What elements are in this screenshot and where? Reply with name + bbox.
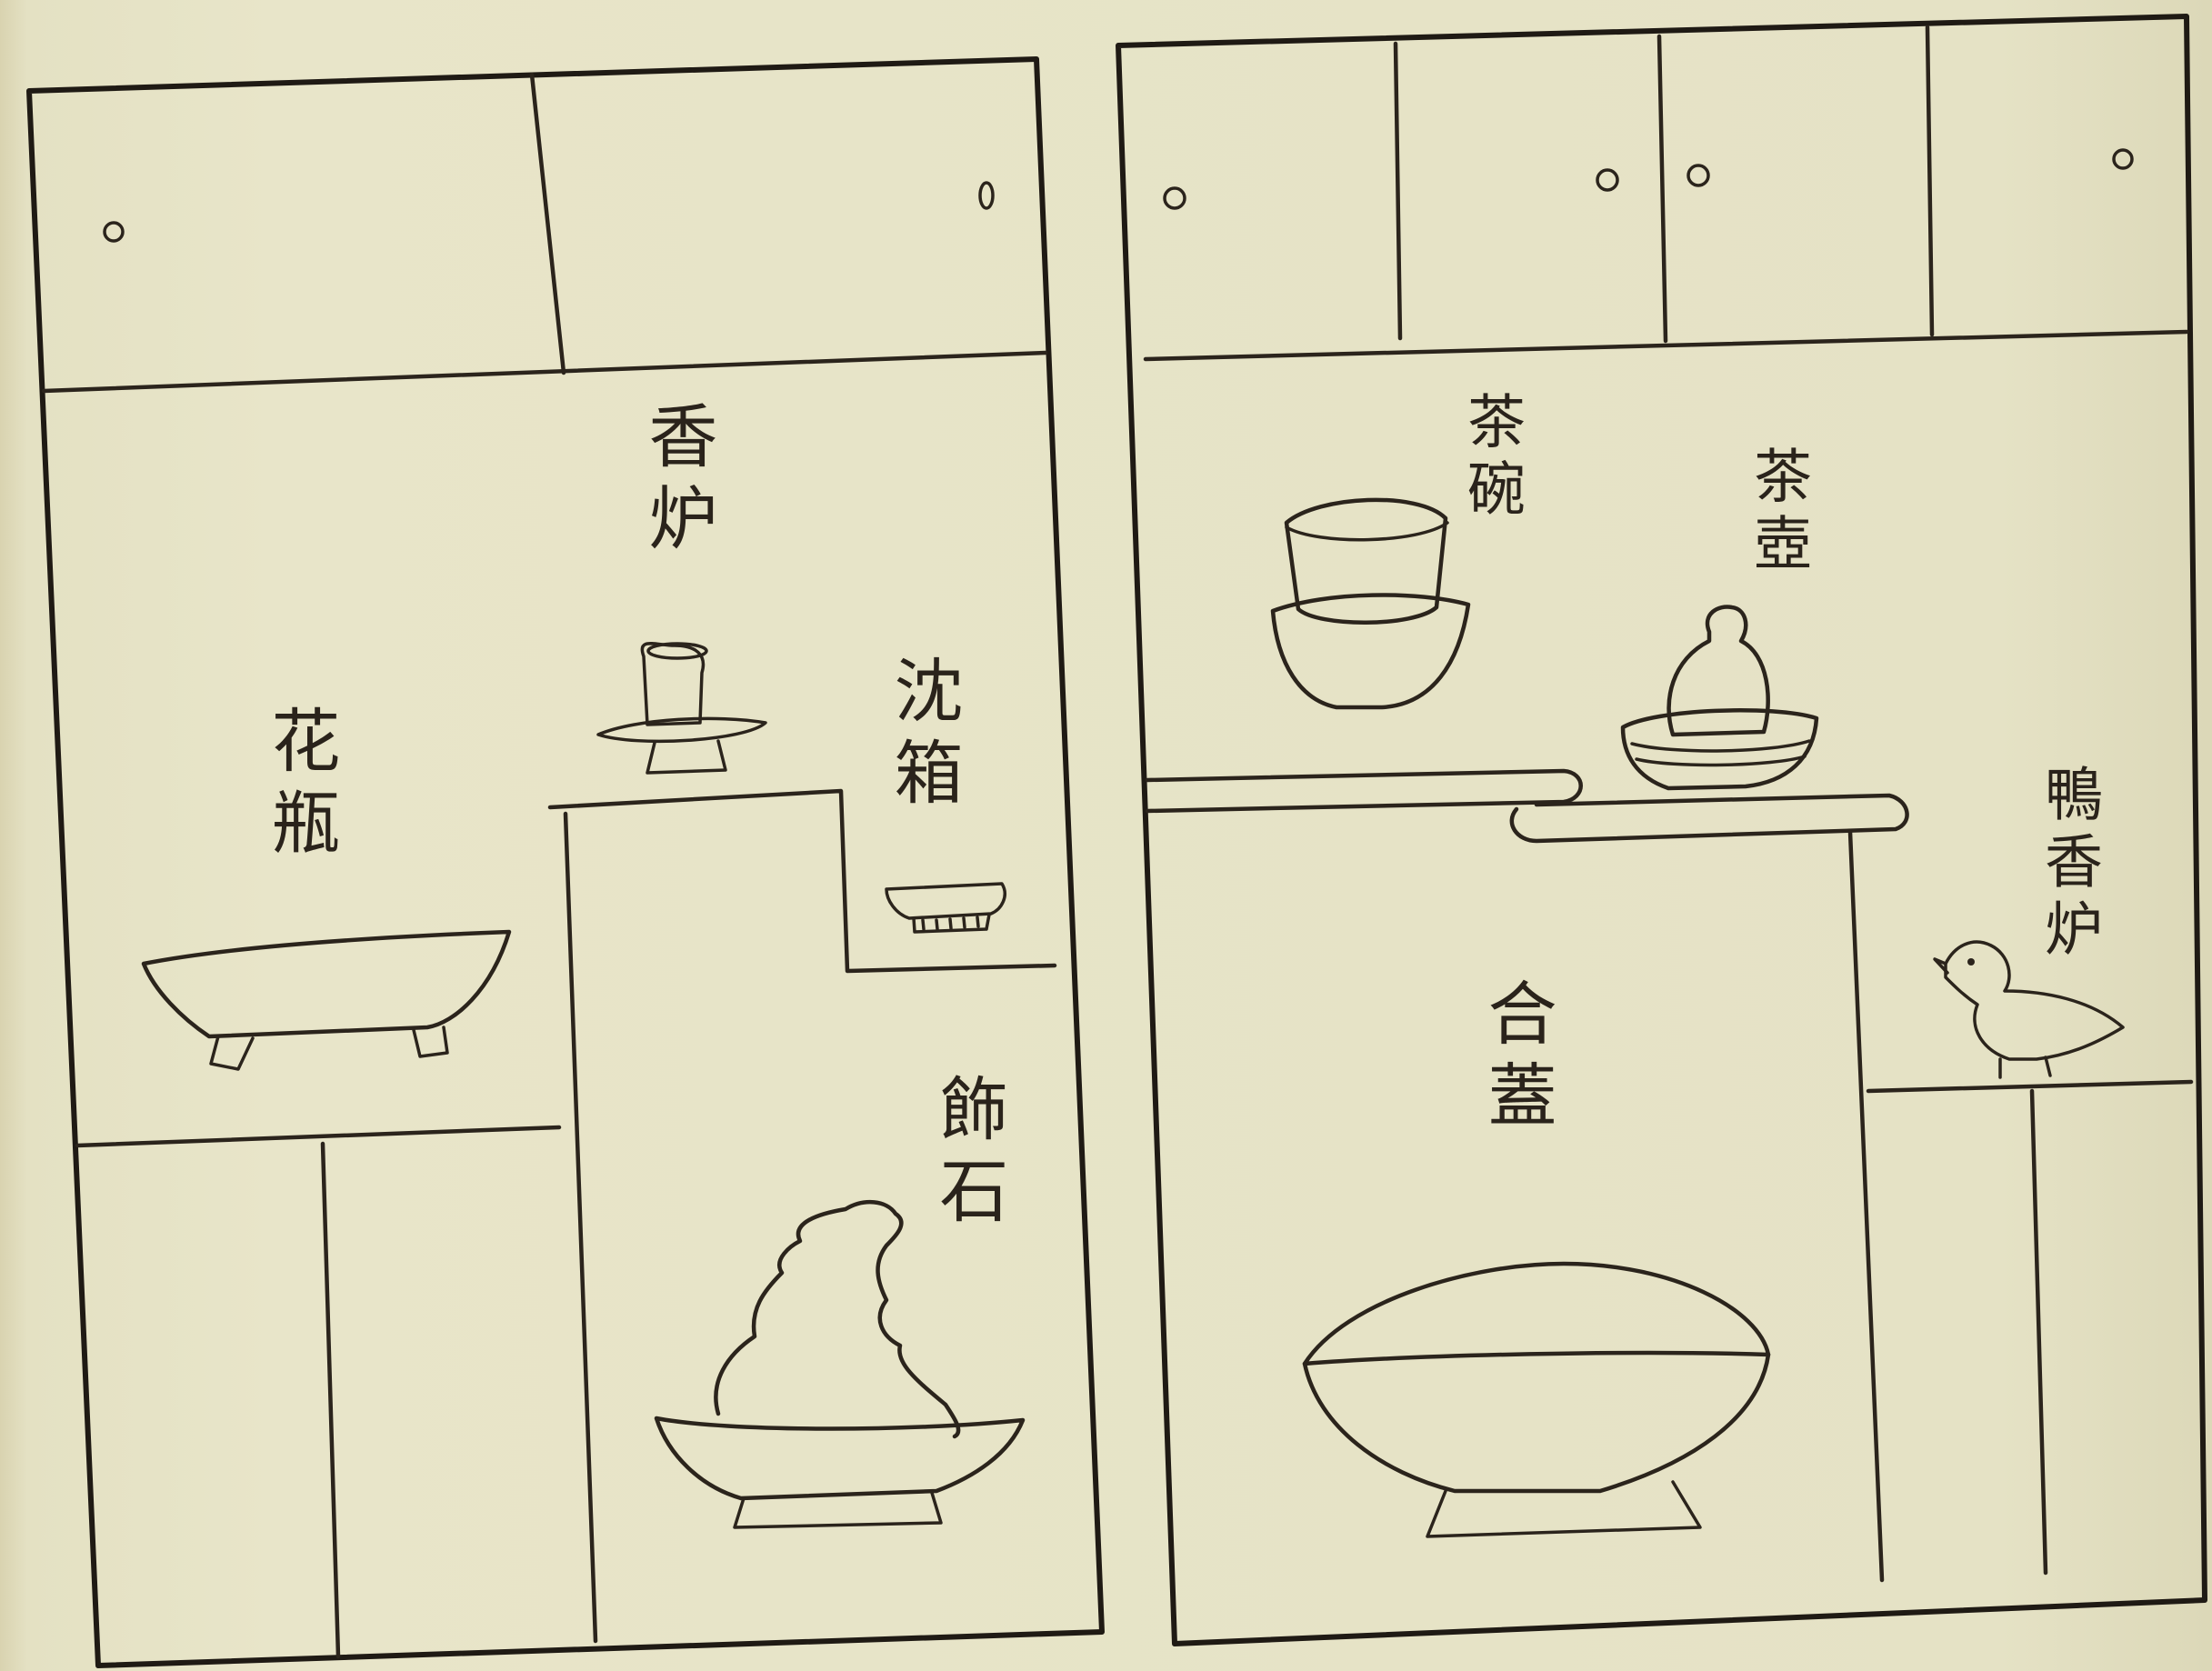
right-door-divider-2 bbox=[1656, 34, 1668, 344]
incense-burner-label: 香炉 bbox=[637, 400, 718, 564]
lower-scroll-shelf bbox=[1509, 793, 1909, 844]
incense-box-drawing bbox=[885, 882, 1006, 934]
left-cabinet-door-divider bbox=[529, 72, 566, 375]
duck-incense-burner-label: 鴨香炉 bbox=[2035, 764, 2102, 966]
right-door-pull-1 bbox=[1163, 186, 1186, 210]
right-panel-frame bbox=[1116, 14, 2207, 1646]
right-cabinet-shelf-line bbox=[1143, 329, 2189, 362]
left-door-pull-1 bbox=[103, 221, 125, 243]
tea-caddy-drawing bbox=[1620, 605, 1819, 791]
upper-scroll-shelf bbox=[1145, 768, 1583, 814]
right-door-pull-4 bbox=[2112, 148, 2134, 170]
right-door-divider-1 bbox=[1393, 41, 1403, 341]
flower-vase-label: 花瓶 bbox=[260, 705, 341, 868]
right-panel: 茶碗 茶壺 鴨香炉 合蓋 bbox=[1116, 14, 2207, 1646]
right-door-pull-3 bbox=[1687, 164, 1710, 187]
stepped-shelf-line bbox=[547, 788, 1057, 974]
right-cabinet-divider bbox=[1847, 829, 1885, 1583]
incense-burner-drawing bbox=[596, 642, 767, 775]
left-panel-frame bbox=[26, 56, 1105, 1668]
tea-caddy-label: 茶壺 bbox=[1744, 445, 1811, 580]
incense-box-label: 沈箱 bbox=[883, 655, 964, 818]
tea-bowl-label: 茶碗 bbox=[1457, 391, 1525, 525]
tea-bowls-drawing bbox=[1270, 497, 1471, 710]
lower-right-cabinet-divider bbox=[2029, 1088, 2048, 1576]
left-panel: 香炉 花瓶 沈箱 飾石 bbox=[26, 56, 1105, 1668]
lidded-bowl-label: 合蓋 bbox=[1476, 977, 1557, 1141]
stepped-shelf-divider bbox=[563, 811, 598, 1644]
flower-vase-drawing bbox=[141, 929, 512, 1071]
lower-left-cabinet-top bbox=[75, 1125, 562, 1148]
lower-left-cabinet-divider bbox=[320, 1141, 341, 1659]
left-cabinet-shelf-line bbox=[41, 350, 1048, 394]
left-door-pull-2 bbox=[978, 181, 995, 210]
ornament-stone-drawing bbox=[654, 1199, 1026, 1529]
right-door-divider-3 bbox=[1925, 25, 1935, 337]
lower-right-cabinet-top bbox=[1866, 1079, 2194, 1094]
right-door-pull-2 bbox=[1596, 168, 1619, 192]
ornament-stone-label: 飾石 bbox=[928, 1073, 1009, 1236]
duck-incense-burner-drawing bbox=[1933, 940, 2125, 1079]
lidded-bowl-drawing bbox=[1302, 1261, 1771, 1538]
